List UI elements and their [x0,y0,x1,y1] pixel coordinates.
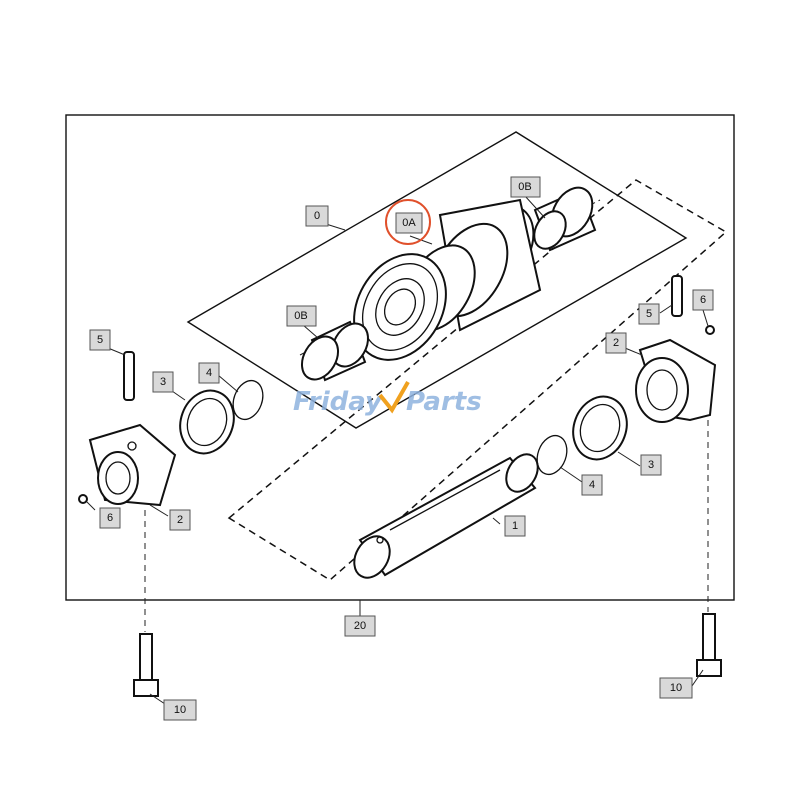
shaft [353,453,539,579]
callout-1: 1 [504,515,526,537]
callout-10-left: 10 [163,699,197,721]
end-collar-left [88,423,177,507]
callout-10-right: 10 [659,677,693,699]
screw-left [78,494,88,504]
callout-20: 20 [344,615,376,637]
svg-text:3: 3 [648,459,654,471]
bolt-right [696,420,722,677]
o-ring-right [536,434,568,476]
callout-0B-left: 0B [286,305,317,327]
callout-2-right: 2 [605,332,627,354]
seal-ring-right [572,395,628,461]
callout-5-right: 5 [638,303,660,325]
callout-0A: 0A [395,212,423,234]
watermark-logo: Friday Parts [293,381,482,417]
svg-text:20: 20 [354,620,366,632]
roller-body [353,198,542,361]
bolt-left [133,510,159,697]
callout-6-right: 6 [692,289,714,311]
callout-4-left: 4 [198,362,220,384]
assembly-frame [65,114,735,601]
svg-text:0: 0 [314,210,320,222]
svg-text:1: 1 [512,520,518,532]
end-collar-right [635,338,717,423]
svg-text:5: 5 [97,334,103,346]
watermark-check-icon [378,381,410,414]
watermark-text-right: Parts [406,387,482,417]
svg-text:6: 6 [700,294,706,306]
callout-3-left: 3 [152,371,174,393]
callout-6-left: 6 [99,507,121,529]
svg-text:6: 6 [107,512,113,524]
highlight-circle [385,199,431,245]
svg-text:0B: 0B [518,181,531,193]
pin-right [671,275,683,317]
svg-text:0B: 0B [294,310,307,322]
svg-text:2: 2 [177,514,183,526]
pin-left [123,351,135,401]
callout-3-right: 3 [640,454,662,476]
svg-text:4: 4 [589,479,595,491]
svg-text:5: 5 [646,308,652,320]
svg-text:2: 2 [613,337,619,349]
callout-5-left: 5 [89,329,111,351]
callout-4-right: 4 [581,474,603,496]
watermark-text-left: Friday [293,387,383,417]
callout-0: 0 [305,205,329,227]
roller-group-outline [186,131,688,429]
bushing-top [533,186,597,252]
svg-text:4: 4 [206,367,212,379]
svg-text:10: 10 [174,704,186,716]
screw-right [705,325,715,335]
svg-text:10: 10 [670,682,682,694]
callout-2-left: 2 [169,509,191,531]
svg-text:3: 3 [160,376,166,388]
o-ring-left [232,379,264,421]
bushing-left [300,320,370,382]
svg-text:0A: 0A [402,217,416,229]
callout-0B-top: 0B [510,176,541,198]
seal-ring-left [179,389,235,455]
